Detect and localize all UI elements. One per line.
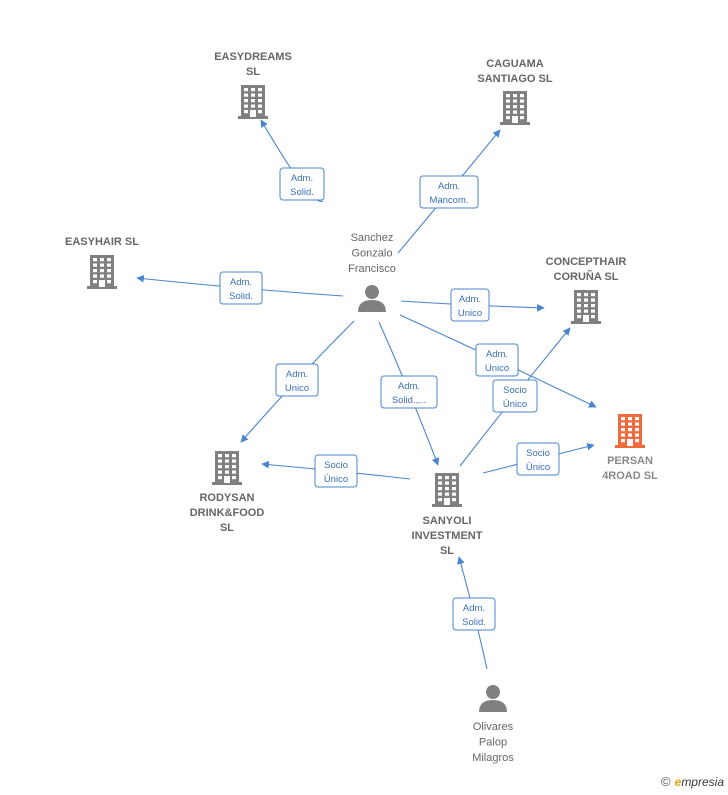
node-easydreams[interactable]: EASYDREAMS SL <box>214 51 292 119</box>
edge-label-line: Adm. <box>463 603 485 614</box>
building-icon[interactable] <box>615 414 645 448</box>
edge-label-line: Solid. <box>290 187 314 198</box>
node-label-line: CAGUAMA <box>486 58 543 70</box>
building-icon[interactable] <box>500 91 530 125</box>
edge-sanchez-to-easydreams: Adm. Solid. <box>260 119 325 202</box>
edge-label-line: Único <box>324 474 348 485</box>
edge-label-box[interactable] <box>419 175 479 209</box>
edge-label-box[interactable] <box>516 442 560 476</box>
node-label-line: Milagros <box>472 752 514 764</box>
edge-label-line: Socio <box>324 460 348 471</box>
edge-label-line: Adm. <box>486 349 508 360</box>
person-icon[interactable] <box>358 285 386 312</box>
node-label-line: EASYDREAMS <box>214 51 292 63</box>
node-label-line: Gonzalo <box>352 248 393 260</box>
node-label-line: SL <box>440 545 454 557</box>
edge-sanchez-to-caguama: Adm. Mancom. <box>397 129 501 254</box>
edge-label-line: Mancom. <box>429 195 468 206</box>
node-easyhair[interactable]: EASYHAIR SL <box>65 236 139 289</box>
edge-label-line: Adm. <box>286 369 308 380</box>
footer-brand: ©empresia <box>661 774 724 789</box>
edge-label-box[interactable] <box>492 379 538 413</box>
edges-layer: Adm. Solid. Adm. Mancom. Adm. Solid. Adm. Unico… <box>136 119 597 670</box>
building-icon[interactable] <box>432 473 462 507</box>
edge-sanchez-to-easyhair: Adm. Solid. <box>136 271 344 305</box>
edge-label-line: Adm. <box>459 294 481 305</box>
edge-label-line: Solid. <box>462 617 486 628</box>
edge-label-line: Adm. <box>438 181 460 192</box>
edge-label-box[interactable] <box>219 271 263 305</box>
edge-sanchez-to-persan: Adm. Unico <box>399 314 597 408</box>
edge-label-line: Socio <box>503 385 527 396</box>
node-label-line: EASYHAIR SL <box>65 236 139 248</box>
brand-name: mpresia <box>681 775 724 789</box>
building-icon[interactable] <box>238 85 268 119</box>
node-rodysan[interactable]: RODYSAN DRINK&FOOD SL <box>190 451 265 534</box>
edge-label-line: Unico <box>285 383 309 394</box>
node-label-line: CONCEPTHAIR <box>546 256 627 268</box>
node-sanyoli[interactable]: SANYOLI INVESTMENT SL <box>412 473 483 557</box>
edge-label-box[interactable] <box>380 375 438 409</box>
edge-sanchez-to-sanyoli: Adm. Solid.,... <box>378 321 440 466</box>
node-label-line: RODYSAN <box>199 492 254 504</box>
node-label-line: Olivares <box>473 721 514 733</box>
node-persan[interactable]: PERSAN 4ROAD SL <box>602 414 658 482</box>
building-icon[interactable] <box>571 290 601 324</box>
node-label-line: Francisco <box>348 263 396 275</box>
edge-label-box[interactable] <box>275 363 319 397</box>
nodes-layer: EASYDREAMS SL CAGUAMA SANTIAGO SL EASYHAIR S… <box>65 51 658 764</box>
edge-label-box[interactable] <box>452 597 496 631</box>
edge-label-box[interactable] <box>279 167 325 201</box>
edge-label-line: Solid.,... <box>392 395 426 406</box>
node-label-line: SL <box>220 522 234 534</box>
brand-initial: e <box>674 775 682 789</box>
edge-label-box[interactable] <box>475 343 519 377</box>
edge-label-line: Socio <box>526 448 550 459</box>
edge-label-line: Adm. <box>291 173 313 184</box>
edge-label-line: Solid. <box>229 291 253 302</box>
node-concepthair[interactable]: CONCEPTHAIR CORUÑA SL <box>546 256 627 324</box>
person-icon[interactable] <box>479 685 507 712</box>
node-label-line: SL <box>246 66 260 78</box>
node-label-line: SANYOLI <box>423 515 472 527</box>
node-label-line: Sanchez <box>351 232 394 244</box>
edge-label-line: Unico <box>485 363 509 374</box>
edge-label-line: Unico <box>458 308 482 319</box>
node-label-line: Palop <box>479 737 507 749</box>
node-label-line: DRINK&FOOD <box>190 507 265 519</box>
edge-label-line: Adm. <box>230 277 252 288</box>
node-label-line: PERSAN <box>607 455 653 467</box>
edge-label-line: Único <box>503 399 527 410</box>
node-label-line: CORUÑA SL <box>554 270 619 283</box>
node-label-line: SANTIAGO SL <box>477 73 552 85</box>
edge-sanchez-to-concepthair: Adm. Unico <box>400 288 545 322</box>
edge-label-line: Único <box>526 462 550 473</box>
node-label-line: 4ROAD SL <box>602 470 658 482</box>
edge-label-box[interactable] <box>314 454 358 488</box>
node-label-line: INVESTMENT <box>412 530 483 542</box>
copyright-symbol: © <box>661 774 671 789</box>
edge-label-box[interactable] <box>450 288 490 322</box>
edge-label-line: Adm. <box>398 381 420 392</box>
node-caguama[interactable]: CAGUAMA SANTIAGO SL <box>477 58 553 125</box>
edge-olivares-to-sanyoli: Adm. Solid. <box>452 556 496 670</box>
edge-sanchez-to-rodysan: Adm. Unico <box>240 320 355 443</box>
building-icon[interactable] <box>212 451 242 485</box>
building-icon[interactable] <box>87 255 117 289</box>
